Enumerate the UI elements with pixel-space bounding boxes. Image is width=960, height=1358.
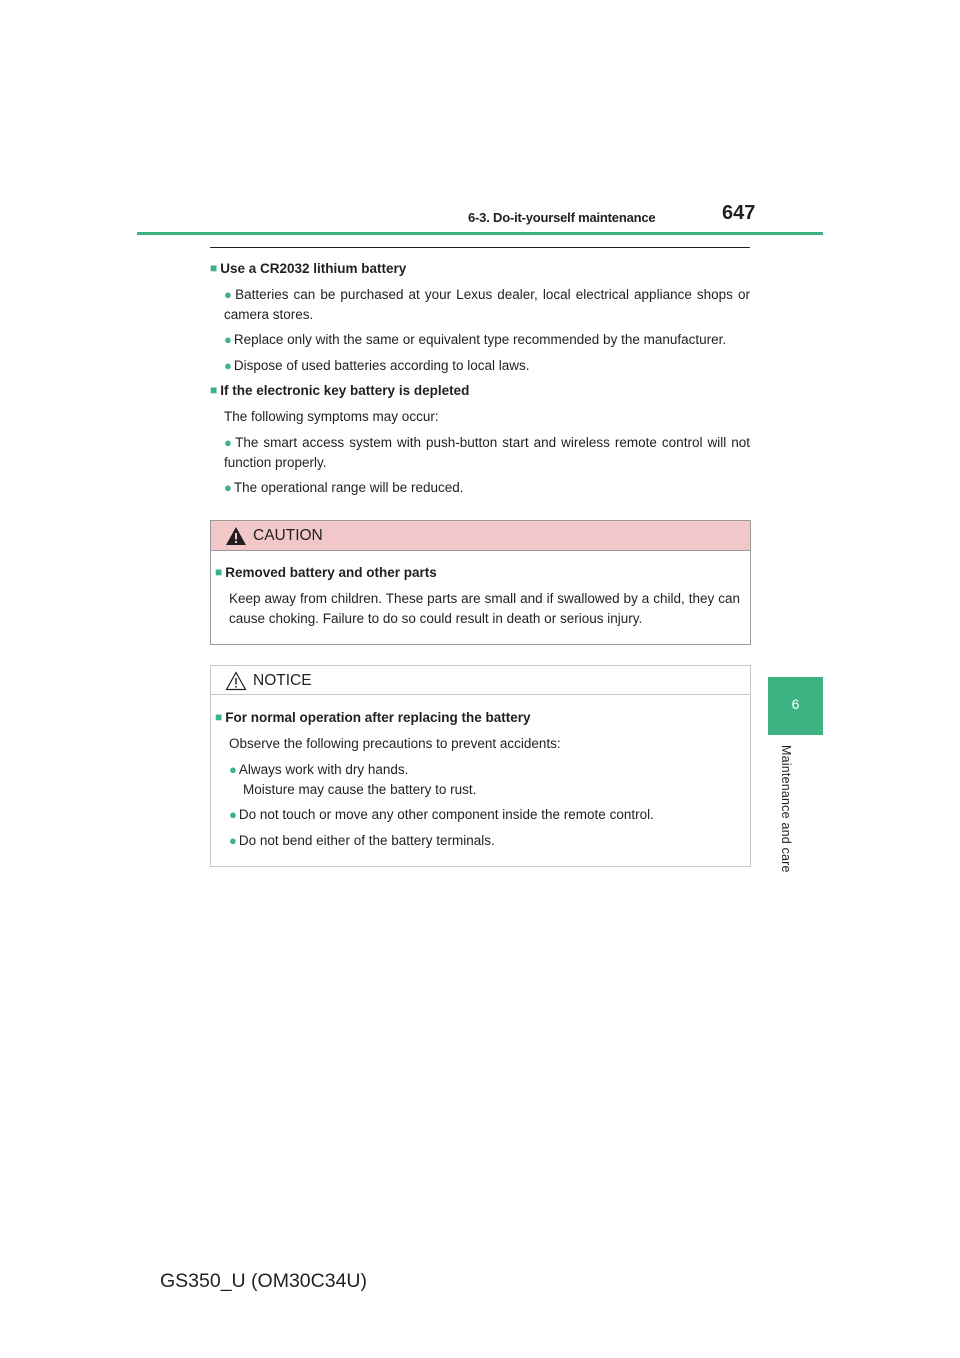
section-intro: The following symptoms may occur: — [224, 409, 439, 424]
chapter-tab-label: Maintenance and care — [779, 745, 793, 873]
warning-triangle-outline-icon — [225, 671, 247, 691]
section-heading: ■If the electronic key battery is deplet… — [210, 383, 470, 398]
round-bullet-icon: ● — [229, 807, 237, 822]
list-item: ●Batteries can be purchased at your Lexu… — [224, 287, 750, 322]
list-item: ●Dispose of used batteries according to … — [224, 358, 530, 373]
square-bullet-icon: ■ — [215, 565, 223, 579]
chapter-tab-number: 6 — [791, 696, 800, 712]
page-number: 647 — [722, 202, 756, 224]
square-bullet-icon: ■ — [210, 261, 218, 275]
square-bullet-icon: ■ — [210, 383, 218, 397]
list-item: ●Always work with dry hands. Moisture ma… — [229, 762, 477, 797]
list-item: ●Do not bend either of the battery termi… — [229, 833, 495, 848]
round-bullet-icon: ● — [224, 287, 234, 302]
caution-title: CAUTION — [253, 527, 323, 544]
header-section-title: 6-3. Do-it-yourself maintenance — [468, 210, 656, 225]
notice-heading: ■For normal operation after replacing th… — [215, 710, 531, 725]
list-item: ●Replace only with the same or equivalen… — [224, 332, 727, 347]
notice-title: NOTICE — [253, 672, 312, 689]
footer-model: GS350_U (OM30C34U) — [160, 1270, 367, 1292]
round-bullet-icon: ● — [224, 358, 232, 373]
section-heading: ■Use a CR2032 lithium battery — [210, 261, 407, 276]
round-bullet-icon: ● — [224, 435, 234, 450]
list-item: ●The smart access system with push-butto… — [224, 435, 750, 470]
round-bullet-icon: ● — [224, 480, 232, 495]
warning-triangle-filled-icon — [226, 527, 246, 545]
notice-box: NOTICE ■For normal operation after repla… — [210, 665, 751, 867]
list-item: ●The operational range will be reduced. — [224, 480, 464, 495]
header-divider — [137, 232, 823, 235]
content-divider — [210, 247, 750, 248]
list-item: ●Do not touch or move any other componen… — [229, 807, 654, 822]
round-bullet-icon: ● — [224, 332, 232, 347]
notice-intro: Observe the following precautions to pre… — [229, 736, 561, 751]
round-bullet-icon: ● — [229, 762, 237, 777]
square-bullet-icon: ■ — [215, 710, 223, 724]
caution-header: CAUTION — [211, 521, 750, 551]
round-bullet-icon: ● — [229, 833, 237, 848]
caution-text: Keep away from children. These parts are… — [229, 591, 740, 626]
caution-heading: ■Removed battery and other parts — [215, 565, 437, 580]
notice-header: NOTICE — [211, 666, 750, 695]
chapter-tab: 6 — [768, 677, 823, 735]
caution-box: CAUTION ■Removed battery and other parts… — [210, 520, 751, 645]
